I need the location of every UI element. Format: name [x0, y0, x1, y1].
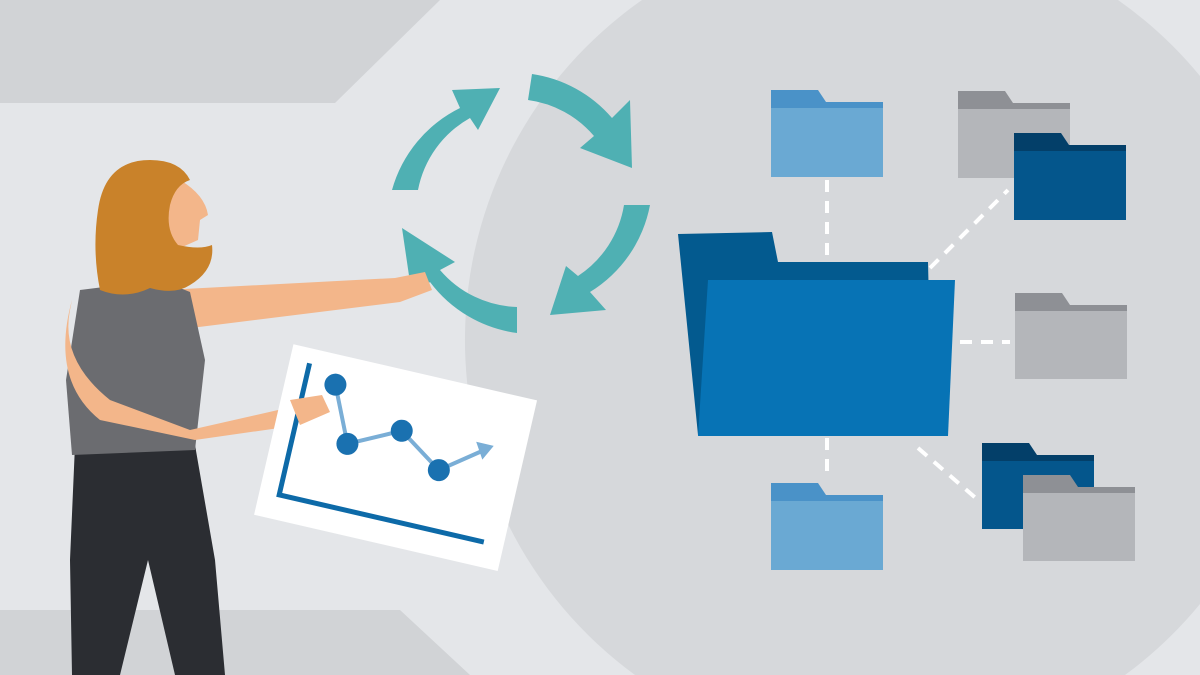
- presenter-figure: [65, 160, 432, 675]
- folder-icon-top-right-dark: [1014, 133, 1126, 220]
- background-band-bottom: [0, 610, 470, 675]
- main-folder-icon: [678, 232, 955, 436]
- hand: [290, 395, 330, 425]
- chart-point: [390, 419, 413, 442]
- folder-icon-bottom-right-gray: [1023, 475, 1135, 561]
- folder-icon-right-gray: [1015, 293, 1127, 379]
- chart-point: [427, 459, 450, 482]
- background-band-top: [0, 0, 440, 103]
- connector-lines: [825, 180, 1010, 502]
- chart-point: [324, 373, 347, 396]
- folder-icon-bottom: [771, 483, 883, 570]
- folder-icon-top: [771, 90, 883, 177]
- cycle-arrows-icon: [392, 74, 650, 333]
- chart-point: [336, 432, 359, 455]
